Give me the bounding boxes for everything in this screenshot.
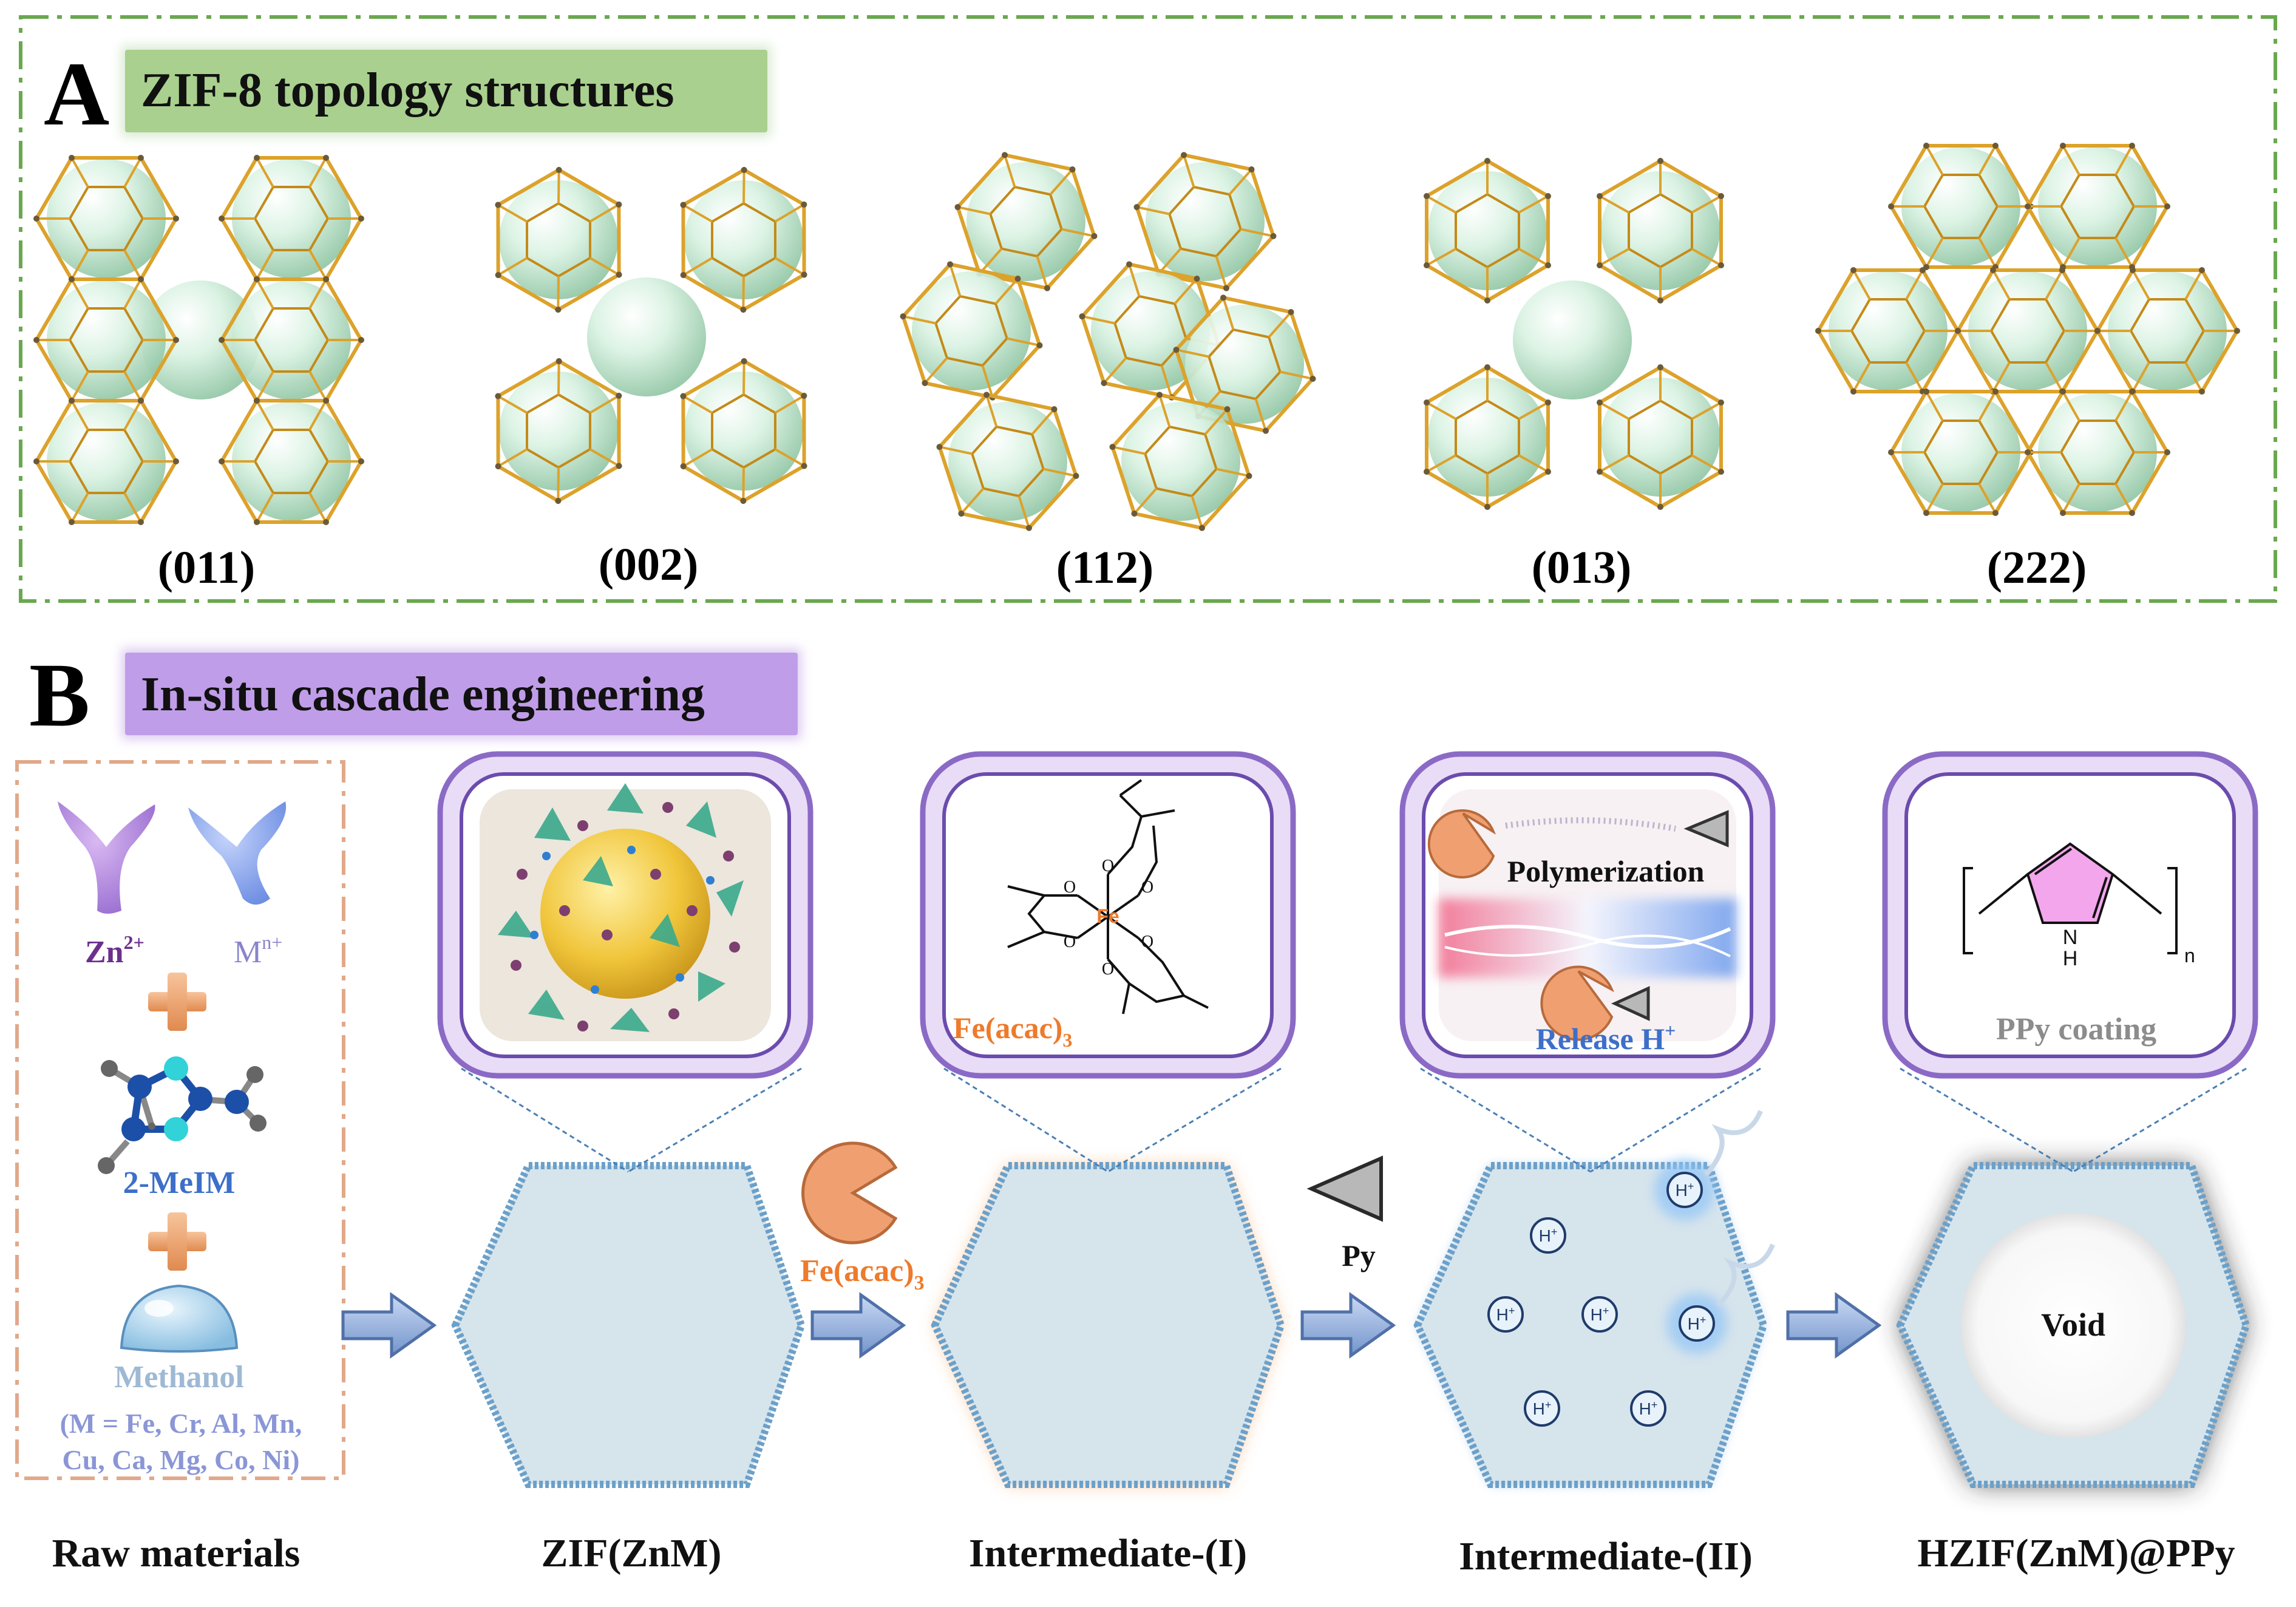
ligand-label: 2-MeIM <box>123 1166 236 1200</box>
metals-list-line-1: (M = Fe, Cr, Al, Mn, <box>60 1408 302 1439</box>
mof-cluster-illustration <box>480 783 771 1041</box>
metal-ion-label: Mn+ <box>234 931 282 970</box>
structure-011 <box>33 155 364 525</box>
proton-icon: H+ <box>1487 1296 1524 1333</box>
panel-b-letter: B <box>29 645 90 746</box>
stage-label-intermediate-ii: Intermediate-(II) <box>1459 1534 1753 1578</box>
2-meim-molecule-icon <box>98 1056 267 1174</box>
flow-arrow-icon <box>341 1292 437 1359</box>
panel-a-frame <box>19 15 2277 603</box>
stage-label-raw-materials: Raw materials <box>52 1531 301 1575</box>
flow-arrow-icon <box>1300 1292 1396 1359</box>
panel-a-letter: A <box>44 44 109 144</box>
metals-list-line-2: Cu, Ca, Mg, Co, Ni) <box>63 1444 300 1475</box>
ppy-coating-label: PPy coating <box>1996 1012 2156 1047</box>
svg-text:H+: H+ <box>1496 1305 1515 1324</box>
raw-materials-frame <box>15 760 345 1480</box>
panel-b-title: In-situ cascade engineering <box>141 668 705 721</box>
fe-atom-label: Fe <box>1096 905 1119 927</box>
structure-013 <box>1424 158 1724 510</box>
structure-002 <box>464 148 839 523</box>
void-core <box>1961 1213 2186 1438</box>
polypyrrole-structure <box>1963 842 2178 954</box>
py-reagent-label: Py <box>1342 1238 1376 1272</box>
svg-text:O: O <box>1102 960 1114 979</box>
svg-text:O: O <box>1102 857 1114 875</box>
structure-label: (222) <box>1987 542 2087 593</box>
fe-acac-pacman-icon <box>801 1141 898 1245</box>
svg-text:H+: H+ <box>1591 1305 1609 1324</box>
repeat-subscript-label: n <box>2184 945 2195 967</box>
panel-a-title: ZIF-8 topology structures <box>141 64 674 117</box>
stage-label-zif: ZIF(ZnM) <box>542 1531 722 1575</box>
structure-222 <box>1815 143 2240 516</box>
svg-text:O: O <box>1064 933 1076 951</box>
methanol-droplet-icon <box>120 1284 239 1353</box>
proton-icon: H+ <box>1666 1172 1703 1208</box>
svg-text:H+: H+ <box>1639 1399 1658 1418</box>
proton-icon: H+ <box>1581 1296 1618 1333</box>
zif-znm-particle <box>451 1162 806 1488</box>
structure-label: (013) <box>1532 542 1632 593</box>
hydrogen-atom-label: H <box>2063 947 2078 970</box>
svg-text:H+: H+ <box>1539 1226 1558 1245</box>
zoom-connectors <box>461 1067 2247 1173</box>
svg-text:O: O <box>1064 878 1076 897</box>
fe-acac-structure <box>1007 779 1209 1014</box>
svg-text:O: O <box>1141 933 1153 951</box>
zinc-node-icon <box>58 801 155 914</box>
svg-text:H+: H+ <box>1676 1180 1694 1200</box>
zinc-ion-label: Zn2+ <box>85 931 144 970</box>
release-proton-label: Release H+ <box>1536 1019 1676 1056</box>
stage-label-intermediate-i: Intermediate-(I) <box>969 1531 1247 1575</box>
fe-acac-label: Fe(acac)3 <box>953 1011 1072 1051</box>
void-label: Void <box>2041 1306 2105 1343</box>
structure-label: (002) <box>599 539 699 590</box>
polymerization-label: Polymerization <box>1507 854 1705 888</box>
plus-icon <box>148 1212 206 1271</box>
structure-label: (112) <box>1056 542 1153 593</box>
solvent-label: Methanol <box>114 1360 244 1395</box>
panel-a-title-badge: ZIF-8 topology structures <box>121 46 771 137</box>
intermediate-i-particle <box>931 1162 1285 1488</box>
polymerization-illustration <box>1427 789 1736 1041</box>
flow-arrow-icon <box>810 1292 906 1359</box>
fe-acac-reagent-label: Fe(acac)3 <box>800 1254 925 1294</box>
nitrogen-atom-label: N <box>2063 926 2078 949</box>
svg-text:O: O <box>1141 878 1153 897</box>
svg-text:H+: H+ <box>1688 1314 1707 1333</box>
hzif-ppy-particle <box>1896 1162 2250 1488</box>
proton-icon: H+ <box>1679 1305 1715 1342</box>
metal-node-icon <box>188 801 287 905</box>
pyrrole-triangle-icon <box>1306 1155 1383 1222</box>
flow-arrow-icon <box>1786 1292 1882 1359</box>
stage-label-hzif-ppy: HZIF(ZnM)@PPy <box>1917 1531 2235 1575</box>
structure-label: (011) <box>158 542 255 593</box>
svg-text:H+: H+ <box>1533 1399 1552 1418</box>
plus-icon <box>148 973 206 1031</box>
panel-b-title-badge: In-situ cascade engineering <box>121 648 801 739</box>
proton-icon: H+ <box>1630 1390 1666 1427</box>
structure-112 <box>887 144 1329 538</box>
proton-icon: H+ <box>1524 1390 1560 1427</box>
oxygen-atom-labels: O O O O O O <box>1064 857 1153 979</box>
proton-icon: H+ <box>1530 1217 1566 1254</box>
